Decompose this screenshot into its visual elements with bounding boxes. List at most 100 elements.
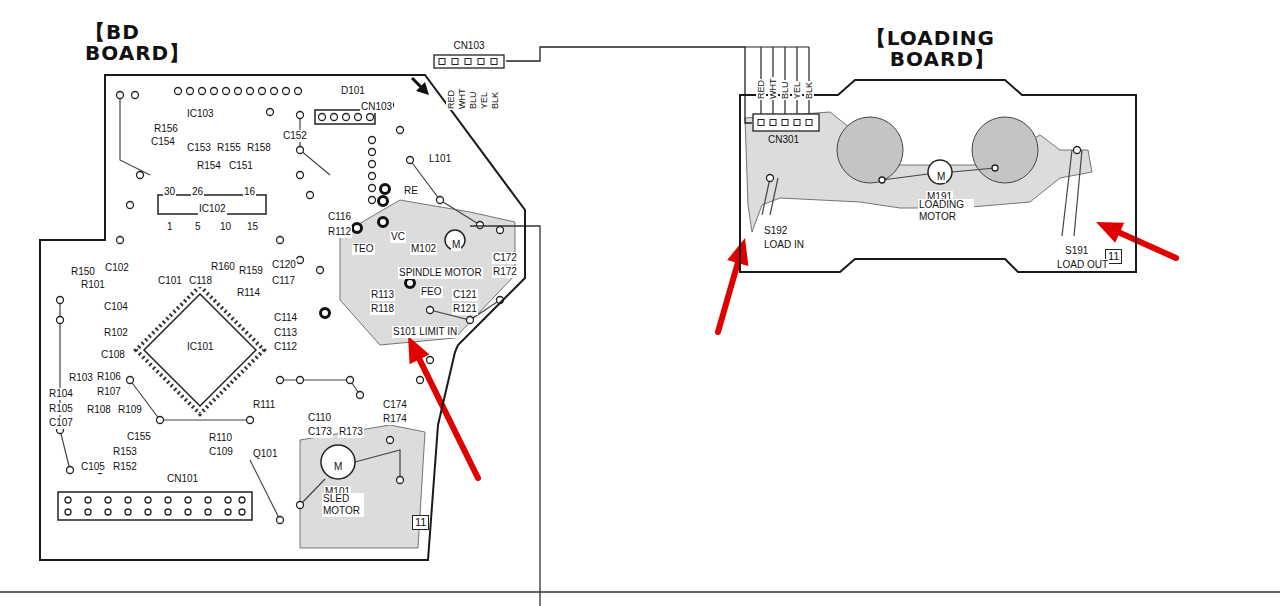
component-label: R121 <box>452 303 478 315</box>
pcb-drawing-part <box>367 114 374 121</box>
pcb-drawing-part <box>267 109 274 116</box>
pcb-drawing-part <box>410 160 480 225</box>
pcb-drawing-part <box>992 165 998 171</box>
pcb-drawing-part <box>105 497 111 503</box>
label-anchor: C155 <box>126 426 152 444</box>
pcb-drawing-part <box>427 307 434 314</box>
label-anchor: C121 <box>452 284 478 302</box>
label-anchor: R110 <box>208 427 233 445</box>
component-label: C153 <box>186 142 212 154</box>
component-label: SPINDLE MOTOR <box>398 267 483 279</box>
pcb-drawing-part <box>185 509 191 515</box>
label-anchor: R156 <box>153 118 179 136</box>
pcb-drawing-part <box>120 95 150 175</box>
wire-color-label: BLK <box>804 81 814 100</box>
label-anchor: R105 <box>48 398 74 416</box>
label-anchor: RE <box>403 180 419 198</box>
component-label: C173 <box>307 426 333 438</box>
pcb-drawing-part <box>387 437 394 444</box>
pcb-drawing-part <box>408 336 429 364</box>
component-label: R153 <box>112 446 138 458</box>
pcb-drawing-part <box>319 114 326 121</box>
label-anchor: BLU <box>774 80 792 100</box>
component-label: L101 <box>428 153 452 165</box>
pcb-drawing-part <box>117 92 124 99</box>
pcb-drawing-part <box>879 177 885 183</box>
label-anchor: R106 <box>96 366 122 384</box>
pcb-drawing-part <box>165 497 171 503</box>
component-label: C174 <box>382 399 408 411</box>
label-anchor: C151 <box>228 155 254 173</box>
wire-color-label: WHT <box>768 78 778 101</box>
pcb-drawing-part <box>321 160 952 479</box>
component-label: C105 <box>80 461 106 473</box>
pcb-drawing-part <box>770 178 778 215</box>
pcb-drawing-part <box>85 509 91 515</box>
pcb-drawing-part <box>321 309 330 318</box>
component-label: C104 <box>103 301 129 313</box>
label-anchor: R104 <box>48 383 74 401</box>
label-anchor: R103 <box>68 367 94 385</box>
pcb-drawing-part <box>136 286 264 414</box>
wire-color-label: BLU <box>780 80 790 100</box>
pcb-drawing-part <box>211 88 218 95</box>
component-label: M <box>451 239 461 251</box>
component-label: C120 <box>271 259 297 271</box>
component-label: C109 <box>208 446 234 458</box>
pcb-drawing-part <box>277 237 284 244</box>
board-edge <box>740 80 1136 272</box>
label-anchor: SPINDLE MOTOR <box>398 262 483 280</box>
pcb-drawing-part <box>1096 222 1124 243</box>
label-anchor: R121 <box>452 298 478 316</box>
pcb-drawing-part <box>247 417 254 424</box>
label-anchor: M <box>333 456 343 474</box>
pcb-drawing-part <box>297 377 304 384</box>
pcb-drawing-part <box>57 297 64 304</box>
label-anchor: R153 <box>112 441 138 459</box>
component-label: S192 <box>763 225 788 237</box>
component-label: C113 <box>273 327 298 339</box>
label-anchor: C114 <box>273 307 298 325</box>
pcb-drawing-part <box>57 88 1081 524</box>
component-label: C108 <box>100 349 126 361</box>
label-anchor: WHT <box>762 78 780 101</box>
label-anchor: R111 <box>252 394 276 412</box>
label-anchor: C117 <box>271 270 296 288</box>
component-label: R105 <box>48 403 74 415</box>
pcb-drawing-part <box>117 237 124 244</box>
pcb-drawing-part <box>277 377 284 384</box>
component-label: R156 <box>153 123 179 135</box>
label-anchor: R102 <box>103 322 129 340</box>
label-anchor: C112 <box>273 336 298 354</box>
label-anchor: BLK <box>484 91 502 110</box>
label-anchor: R150 <box>70 261 96 279</box>
pcb-drawing-part <box>127 202 134 209</box>
component-label: SLED MOTOR <box>322 493 364 517</box>
pcb-drawing-part <box>57 317 64 324</box>
component-label: R173 <box>338 426 364 438</box>
component-label: CN101 <box>166 473 199 485</box>
label-anchor: C172 <box>492 247 518 265</box>
pcb-drawing-part <box>416 82 429 95</box>
cable-connector <box>506 47 752 123</box>
pcb-drawing-part <box>952 168 995 172</box>
pcb-drawing-part <box>295 88 302 95</box>
pcb-drawing-part <box>745 47 809 114</box>
label-anchor: Q101 <box>252 443 278 461</box>
connector-pin <box>794 120 800 126</box>
pcb-drawing-part <box>125 497 131 503</box>
component-label: C118 <box>188 275 213 287</box>
pcb-drawing-part <box>259 88 266 95</box>
label-anchor: LOADING MOTOR <box>918 199 974 224</box>
connector-pin <box>782 120 788 126</box>
label-anchor: C153 <box>186 137 212 155</box>
connector-pin <box>806 120 812 126</box>
pcb-drawing-part <box>355 114 362 121</box>
label-anchor: R112 <box>327 221 352 239</box>
component-label: R159 <box>238 265 264 277</box>
component-label: R154 <box>196 160 222 172</box>
wire-color-label: YEL <box>479 91 489 110</box>
label-anchor: CN101 <box>166 468 199 486</box>
label-anchor: C174 <box>382 394 408 412</box>
